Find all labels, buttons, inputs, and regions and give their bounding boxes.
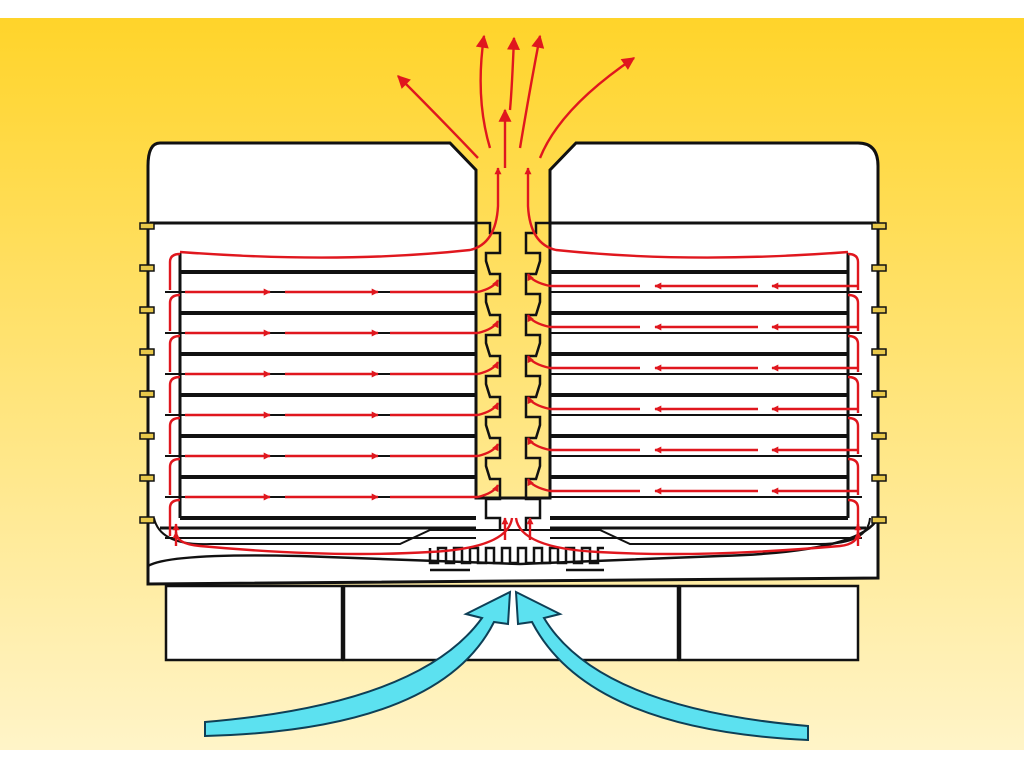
- right-loop: [847, 498, 860, 536]
- side-ribs: [139, 222, 887, 524]
- rib-left: [139, 348, 155, 356]
- top-flow-right: [524, 167, 849, 259]
- right-flow-turn: [526, 437, 551, 452]
- right-fin-bank: [550, 221, 876, 539]
- left-flow-turn: [477, 443, 500, 458]
- rib-right: [871, 516, 887, 524]
- right-flow-turn: [526, 314, 551, 329]
- top-flow-left: [179, 167, 502, 259]
- left-loop: [168, 334, 181, 372]
- base-block-right: [678, 584, 860, 662]
- right-loop: [847, 293, 860, 331]
- right-loop: [847, 457, 860, 495]
- intake-arrow-right: [514, 590, 809, 742]
- right-flow-turn: [526, 478, 551, 493]
- rib-right: [871, 306, 887, 314]
- intake-arrow-left: [204, 590, 512, 738]
- intake-arrows: [204, 590, 809, 742]
- right-flow-turn: [526, 273, 551, 288]
- rib-right: [871, 432, 887, 440]
- channel-wall-left: [476, 221, 502, 530]
- red-airflow: [168, 167, 862, 556]
- rib-left: [139, 390, 155, 398]
- exhaust-arrow: [538, 57, 636, 159]
- rib-right: [871, 390, 887, 398]
- left-loop: [168, 293, 181, 331]
- left-loop: [168, 252, 181, 290]
- left-flow-turn: [477, 361, 500, 376]
- left-flow-turn: [477, 279, 500, 294]
- right-flow-turn: [526, 355, 551, 370]
- rib-right: [871, 222, 887, 230]
- bottom-flow-right: [514, 517, 862, 556]
- right-loop: [847, 416, 860, 454]
- rib-left: [139, 222, 155, 230]
- diagram-slide: [0, 18, 1024, 750]
- base-blocks: [164, 584, 860, 662]
- rib-right: [871, 348, 887, 356]
- left-loop: [168, 498, 181, 536]
- right-loop: [847, 375, 860, 413]
- left-flow-turn: [477, 484, 500, 499]
- left-loop: [168, 457, 181, 495]
- base-block-center: [342, 584, 680, 662]
- left-loop: [168, 375, 181, 413]
- right-loop: [847, 334, 860, 372]
- rib-left: [139, 306, 155, 314]
- exhaust-arrow: [475, 34, 492, 149]
- left-flow-turn: [477, 320, 500, 335]
- exhaust-arrow: [507, 36, 521, 111]
- airflow-diagram: [0, 18, 1024, 750]
- exhaust-arrows: [397, 34, 636, 168]
- rib-left: [139, 516, 155, 524]
- exhaust-arrow: [397, 75, 479, 159]
- rib-left: [139, 264, 155, 272]
- base-block-left: [164, 584, 344, 662]
- rib-right: [871, 474, 887, 482]
- rib-right: [871, 264, 887, 272]
- comb-teeth: [428, 546, 604, 565]
- right-flow-turn: [526, 396, 551, 411]
- left-loop: [168, 416, 181, 454]
- left-flow-turn: [477, 402, 500, 417]
- housing: [146, 141, 880, 586]
- rib-left: [139, 432, 155, 440]
- bottom-comb: [428, 546, 604, 572]
- bottom-flow-left: [172, 517, 514, 556]
- rib-left: [139, 474, 155, 482]
- right-loop: [847, 252, 860, 290]
- exhaust-arrow: [518, 34, 545, 149]
